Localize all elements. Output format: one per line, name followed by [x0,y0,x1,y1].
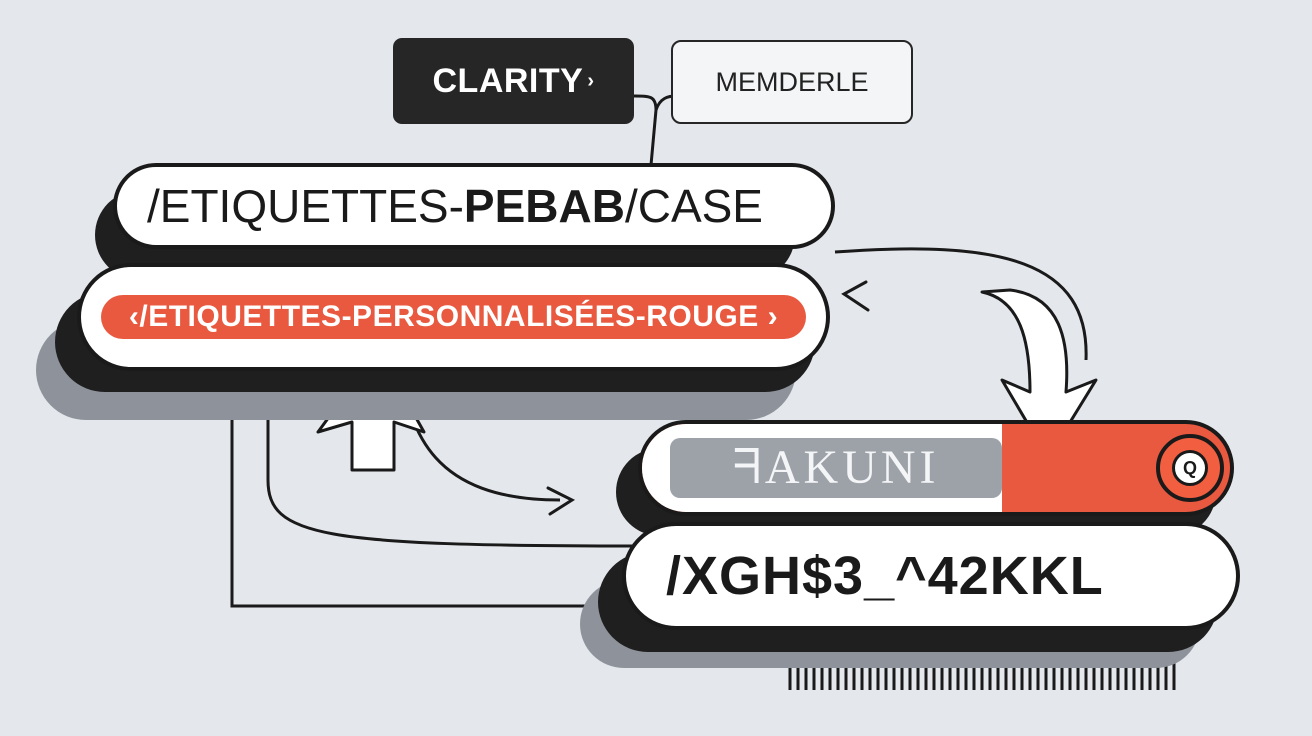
clarity-label: CLARITY [432,61,584,100]
connector-path-two-left-curve [266,372,639,548]
memderle-label: MEMDERLE [715,66,869,97]
memderle-tag: MEMDERLE [671,40,913,124]
arrowhead-down-icon [980,288,1098,460]
chevron-right-icon: › [587,69,595,92]
arrowhead-right-icon [546,486,576,516]
path-four-label: /XGH$3_^42KKL [666,546,1104,606]
arrowhead-left-icon [841,280,870,312]
path-one-suffix: /CASE [624,180,763,232]
path-three-pill: ᖷAKUNI Q [638,420,1234,516]
path-two-highlight: ‹/ETIQUETTES-PERSONNALISÉES-ROUGE › [101,295,806,339]
path-one-prefix: /ETIQUETTES- [147,180,464,232]
path-four-pill: /XGH$3_^42KKL [622,522,1240,630]
path-three-label-box: ᖷAKUNI [670,438,1002,498]
path-two-pill: ‹/ETIQUETTES-PERSONNALISÉES-ROUGE › [77,263,830,371]
clarity-tag: CLARITY › [393,38,634,124]
path-one-pill: /ETIQUETTES-PEBAB/CASE [113,163,835,249]
path-two-label: ‹/ETIQUETTES-PERSONNALISÉES-ROUGE › [128,300,779,333]
path-three-label: ᖷAKUNI [732,441,940,494]
connector-path-one-to-path-three [834,247,1088,361]
search-knob-icon: Q [1156,434,1224,502]
search-icon: Q [1172,450,1208,486]
connector-path-two-left-square [230,372,622,608]
path-one-bold: PEBAB [463,180,625,232]
